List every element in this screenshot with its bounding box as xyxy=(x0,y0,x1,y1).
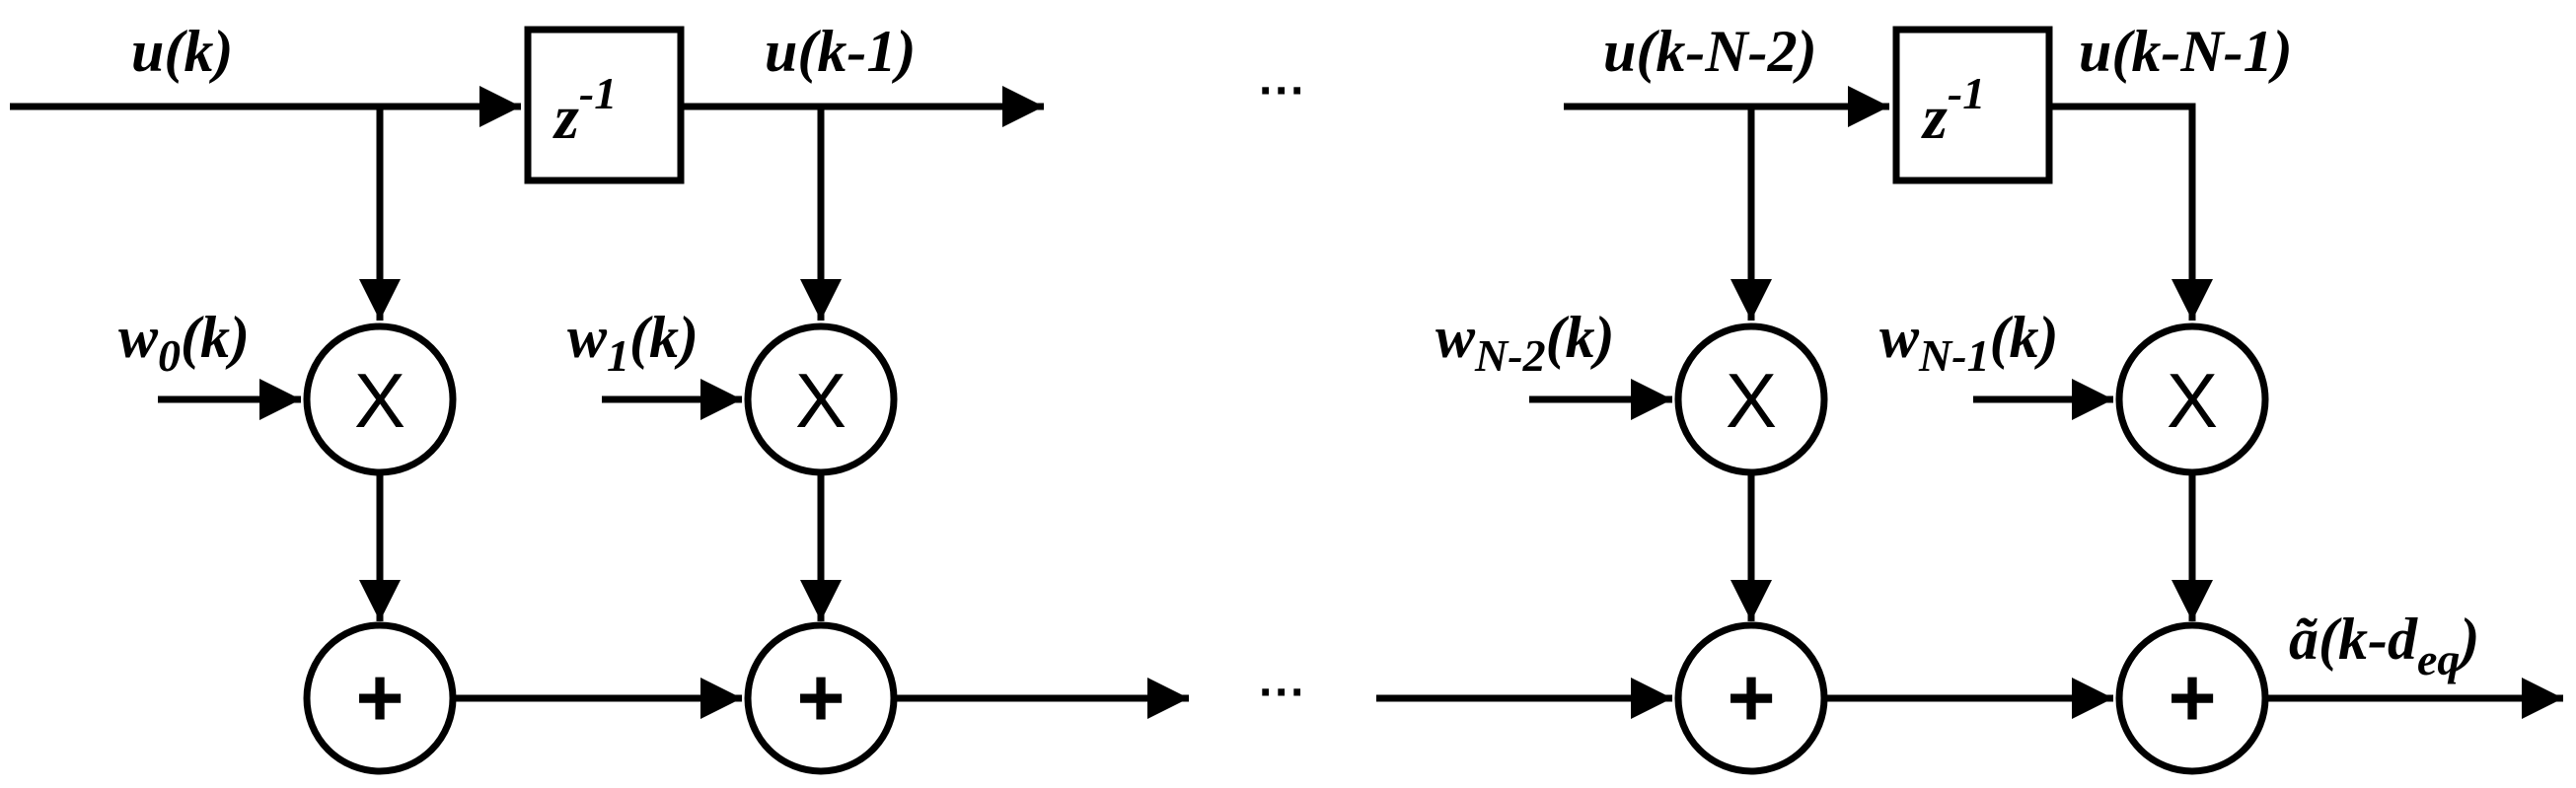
weight-1-label: w1(k) xyxy=(567,305,699,381)
add-symbol: + xyxy=(355,651,404,744)
add-symbol: + xyxy=(2168,651,2216,744)
tap-n2-input-label: u(k-N-2) xyxy=(1603,19,1817,84)
delay-label-1: z-1 xyxy=(552,68,617,152)
delay-2-output-line xyxy=(2049,103,2213,321)
delayed-input-label: u(k-1) xyxy=(765,19,916,84)
weight-0-label: w0(k) xyxy=(118,305,250,381)
multiply-symbol: X xyxy=(354,357,405,444)
multiply-symbol: X xyxy=(795,357,846,444)
input-label: u(k) xyxy=(131,19,233,84)
tap-n1-input-label: u(k-N-1) xyxy=(2079,19,2293,84)
add-symbol: + xyxy=(1727,651,1775,744)
bottom-ellipsis: ··· xyxy=(1259,667,1306,719)
output-label: ã(k-deq) xyxy=(2289,607,2479,684)
delay-block-2 xyxy=(1892,26,2053,184)
multiply-symbol: X xyxy=(2167,357,2218,444)
top-ellipsis: ··· xyxy=(1259,65,1306,117)
weight-n1-label: wN-1(k) xyxy=(1879,305,2059,381)
multiply-symbol: X xyxy=(1726,357,1777,444)
add-symbol: + xyxy=(796,651,845,744)
delay-label-2: z-1 xyxy=(1921,68,1985,152)
weight-n2-label: wN-2(k) xyxy=(1435,305,1615,381)
